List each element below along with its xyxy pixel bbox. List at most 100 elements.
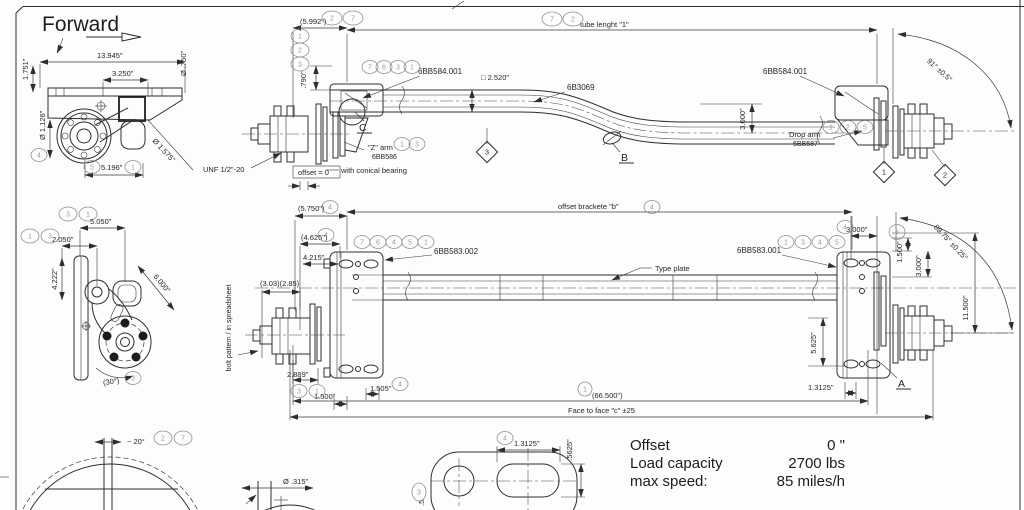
svg-text:1.505": 1.505" xyxy=(370,384,392,393)
svg-text:4: 4 xyxy=(328,205,332,212)
svg-text:4: 4 xyxy=(398,382,402,389)
balloon: 6 xyxy=(375,60,393,74)
dim-1505: 1.505" xyxy=(365,384,392,400)
dim-20deg: ~ 20° xyxy=(94,437,145,446)
svg-text:1.3125": 1.3125" xyxy=(808,383,834,392)
svg-text:2.050": 2.050" xyxy=(52,235,74,244)
svg-text:5: 5 xyxy=(408,240,412,247)
dim-1751: 1.751" xyxy=(21,58,36,93)
balloon: 5 xyxy=(856,120,874,134)
svg-text:3: 3 xyxy=(131,376,135,383)
spec-label-offset: Offset xyxy=(630,437,671,454)
spec-value-offset: 0 " xyxy=(827,437,845,454)
svg-text:3: 3 xyxy=(485,148,489,157)
dim-bolt-circle: (3.03)(2.85) xyxy=(260,279,301,358)
svg-text:7: 7 xyxy=(360,240,364,247)
spec-table: Offset 0 " Load capacity 2700 lbs max sp… xyxy=(630,437,845,490)
svg-text:offset brackete "b": offset brackete "b" xyxy=(558,202,619,211)
balloon: 6 xyxy=(369,235,387,249)
svg-text:1: 1 xyxy=(86,212,90,219)
forward-text: Forward xyxy=(42,13,119,36)
svg-text:2.889": 2.889" xyxy=(287,370,309,379)
svg-text:"Z" arm: "Z" arm xyxy=(368,143,393,152)
balloon: 2 xyxy=(290,42,310,58)
bolt-pattern-note: bolt pattern / in spreadsheet xyxy=(226,285,259,372)
dim-4222: 4.222" xyxy=(50,257,65,301)
svg-text:3.000": 3.000" xyxy=(738,108,747,130)
svg-text:1: 1 xyxy=(315,389,319,396)
zarm-label: "Z" arm 6BB586 xyxy=(343,141,397,161)
svg-text:7: 7 xyxy=(181,436,185,443)
svg-text:2: 2 xyxy=(943,171,947,180)
diamond-2: 2 xyxy=(931,149,957,187)
svg-text:5.625": 5.625" xyxy=(809,332,818,354)
svg-text:bolt pattern / in spreadsheet: bolt pattern / in spreadsheet xyxy=(226,285,233,372)
svg-text:5.196": 5.196" xyxy=(101,163,123,172)
balloon: 4 xyxy=(321,200,339,214)
spec-label-speed: max speed: xyxy=(630,473,708,490)
svg-text:4: 4 xyxy=(392,240,396,247)
svg-text:2: 2 xyxy=(298,48,302,55)
balloon: 3 xyxy=(40,228,60,244)
dim-3000-h: 3.000" xyxy=(846,216,878,414)
svg-text:.5625": .5625" xyxy=(565,439,574,461)
svg-text:4: 4 xyxy=(37,153,41,160)
dim-5196: 5.196" xyxy=(84,160,144,178)
svg-text:3: 3 xyxy=(415,142,419,149)
svg-text:3.250": 3.250" xyxy=(112,69,134,78)
balloon: 3 xyxy=(389,60,407,74)
balloon: 2 xyxy=(839,120,857,134)
svg-text:13.945": 13.945" xyxy=(97,51,123,60)
svg-text:4.215": 4.215" xyxy=(303,253,325,262)
svg-text:1: 1 xyxy=(784,240,788,247)
balloon: 7 xyxy=(361,60,379,74)
camber-angle-dim: 91° ±0.5° xyxy=(892,28,1013,129)
svg-text:.790": .790" xyxy=(299,71,308,89)
svg-text:6BB584.001: 6BB584.001 xyxy=(418,67,463,76)
svg-text:(5.992"): (5.992") xyxy=(300,17,327,26)
svg-text:1: 1 xyxy=(829,125,833,132)
balloon: 7 xyxy=(353,235,371,249)
svg-text:1: 1 xyxy=(400,142,404,149)
balloon: 1 xyxy=(78,206,98,222)
svg-text:3: 3 xyxy=(297,389,301,396)
spindle-side-view: 13.945" 3.250" Ø .750" 1.751" Ø 1.126" 5… xyxy=(21,50,407,190)
svg-text:6B3069: 6B3069 xyxy=(567,83,595,92)
balloon: 5 xyxy=(401,235,419,249)
svg-text:6BB583.001: 6BB583.001 xyxy=(737,246,782,255)
svg-text:1: 1 xyxy=(583,387,587,394)
spec-value-load: 2700 lbs xyxy=(788,455,845,472)
svg-text:3: 3 xyxy=(66,212,70,219)
balloon: 3 xyxy=(408,137,426,151)
svg-text:5.050": 5.050" xyxy=(90,217,112,226)
svg-text:3: 3 xyxy=(396,65,400,72)
svg-text:7: 7 xyxy=(550,17,554,24)
svg-text:1.751": 1.751" xyxy=(21,58,30,80)
balloon: 3 xyxy=(411,482,427,502)
wheel-detail-view: ~ 20° xyxy=(21,437,199,510)
datum-a: A xyxy=(898,378,905,390)
svg-text:7: 7 xyxy=(368,65,372,72)
forward-arrow-icon xyxy=(121,32,142,42)
svg-text:□ 2.520": □ 2.520" xyxy=(481,73,509,82)
balloon: 2 xyxy=(321,10,343,26)
svg-text:1.500": 1.500" xyxy=(895,241,904,263)
svg-text:3.000": 3.000" xyxy=(914,255,923,277)
balloon: 1 xyxy=(124,160,142,174)
dim-5750: (5.750") xyxy=(294,204,348,310)
balloon: 3 xyxy=(124,371,142,385)
balloon: 1 xyxy=(822,120,840,134)
balloon: 1 xyxy=(20,228,40,244)
svg-text:(5.750"): (5.750") xyxy=(298,204,325,213)
balloon: 7 xyxy=(342,10,364,26)
svg-text:1: 1 xyxy=(131,165,135,172)
dim-half: .5 xyxy=(417,500,426,506)
part-6b3069: 6B3069 xyxy=(533,83,595,103)
datum-b: B xyxy=(621,152,628,164)
svg-text:1: 1 xyxy=(28,234,32,241)
svg-text:offset = 0: offset = 0 xyxy=(298,168,329,177)
type-plate-label: Type plate xyxy=(611,264,690,281)
part-6bb584-right: 6BB584.001 xyxy=(763,67,845,97)
balloon: 4 xyxy=(811,235,829,249)
